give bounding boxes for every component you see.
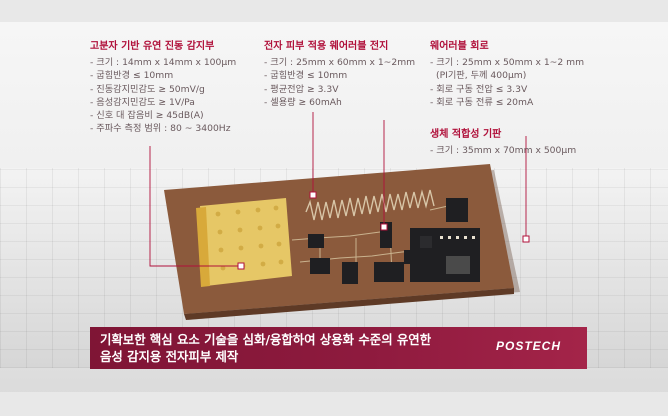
- callout-lines: [149, 112, 527, 267]
- spec-circuit-line: (PI기판, 두께 400μm): [436, 70, 527, 82]
- spec-sensor-line: - 주파수 측정 범위 : 80 ~ 3400Hz: [90, 123, 231, 135]
- module-chip: [420, 236, 432, 248]
- postech-logo: POSTECH: [496, 339, 562, 353]
- spec-circuit-title: 웨어러블 회로: [430, 41, 489, 52]
- module-shield: [446, 256, 470, 274]
- spec-substrate-title: 생체 적합성 기판: [430, 129, 502, 140]
- sensor-pad: [200, 198, 292, 286]
- spec-sensor: 고분자 기반 유연 진동 감지부 - 크기 : 14mm x 14mm x 10…: [90, 40, 236, 135]
- spec-sensor-line: - 굽힘반경 ≤ 10mm: [90, 70, 174, 82]
- spec-circuit-line: - 크기 : 25mm x 50mm x 1~2 mm: [430, 57, 585, 69]
- spec-sensor-title: 고분자 기반 유연 진동 감지부: [90, 41, 215, 52]
- spec-substrate-line: - 크기 : 35mm x 70mm x 500μm: [430, 145, 577, 157]
- spec-battery-line: - 크기 : 25mm x 60mm x 1~2mm: [264, 57, 416, 69]
- bottom-bar: [0, 392, 668, 416]
- substrate-edge: [184, 288, 514, 320]
- spec-substrate: 생체 적합성 기판 - 크기 : 35mm x 70mm x 500μm: [430, 128, 576, 157]
- sensor-dots: [215, 205, 284, 271]
- callout-markers: [237, 191, 530, 270]
- sensor-strip: [196, 207, 210, 287]
- spec-circuit-line: - 회로 구동 전류 ≤ 20mA: [430, 96, 534, 108]
- spec-sensor-line: - 신호 대 잡음비 ≥ 45dB(A): [90, 110, 204, 122]
- serpentine-antenna: [305, 189, 435, 221]
- caption-line-2: 음성 감지용 전자피부 제작: [100, 349, 239, 364]
- module-pads: [440, 236, 475, 239]
- spec-battery-line: - 셀용량 ≥ 60mAh: [264, 96, 342, 108]
- caption-line-1: 기확보한 핵심 요소 기술을 심화/융합하여 상용화 수준의 유연한: [100, 332, 432, 347]
- spec-battery-line: - 굽힘반경 ≤ 10mm: [264, 70, 348, 82]
- spec-battery: 전자 피부 적용 웨어러블 전지 - 크기 : 25mm x 60mm x 1~…: [264, 40, 415, 109]
- caption-banner: 기확보한 핵심 요소 기술을 심화/융합하여 상용화 수준의 유연한 음성 감지…: [90, 327, 587, 369]
- spec-sensor-line: - 크기 : 14mm x 14mm x 100μm: [90, 57, 237, 69]
- spec-sensor-line: - 음성감지민감도 ≥ 1V/Pa: [90, 96, 195, 108]
- top-bar: [0, 0, 668, 22]
- spec-battery-line: - 평균전압 ≥ 3.3V: [264, 83, 339, 95]
- spec-battery-title: 전자 피부 적용 웨어러블 전지: [264, 41, 389, 52]
- spec-circuit-line: - 회로 구동 전압 ≤ 3.3V: [430, 83, 528, 95]
- spec-sensor-line: - 진동감지민감도 ≥ 50mV/g: [90, 83, 205, 95]
- spec-circuit: 웨어러블 회로 - 크기 : 25mm x 50mm x 1~2 mm (PI기…: [430, 40, 584, 109]
